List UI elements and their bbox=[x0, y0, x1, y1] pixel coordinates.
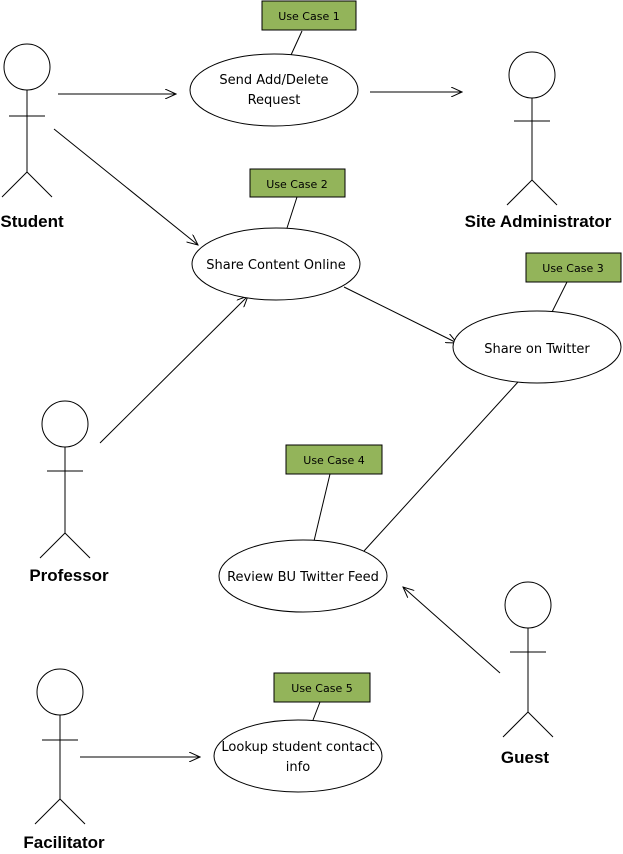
tag-use-case-2: Use Case 2 bbox=[249, 168, 346, 198]
tag-label: Use Case 3 bbox=[542, 262, 603, 275]
actor-guest[interactable]: Guest bbox=[501, 581, 554, 767]
tag-connector-uc3 bbox=[551, 281, 568, 313]
actor-head bbox=[504, 581, 552, 629]
actor-facilitator[interactable]: Facilitator bbox=[23, 668, 105, 852]
tag-label: Use Case 5 bbox=[291, 682, 352, 695]
use-case-share-content-online[interactable]: Share Content Online bbox=[191, 227, 361, 301]
use-case-label-line2: info bbox=[286, 760, 310, 775]
arrow-share-content-to-twitter[interactable] bbox=[343, 286, 457, 343]
use-case-lookup-contact-info[interactable]: Lookup student contact info bbox=[213, 719, 383, 793]
actor-label-facilitator: Facilitator bbox=[23, 833, 105, 852]
actor-leg-left bbox=[34, 798, 61, 825]
actor-leg-left bbox=[502, 711, 529, 738]
tag-connector-uc4 bbox=[313, 473, 331, 542]
arrow-professor-to-share-content[interactable] bbox=[99, 296, 248, 444]
actor-student[interactable]: Student bbox=[0, 43, 64, 231]
use-case-label-line1: Send Add/Delete bbox=[219, 73, 328, 88]
use-case-send-request[interactable]: Send Add/Delete Request bbox=[189, 53, 359, 127]
tag-connector-uc1 bbox=[290, 30, 303, 56]
actor-label-professor: Professor bbox=[29, 566, 109, 585]
tag-box bbox=[285, 444, 383, 475]
arrow-student-to-share-content[interactable] bbox=[53, 128, 198, 245]
actor-leg-left bbox=[1, 171, 28, 198]
tag-use-case-1: Use Case 1 bbox=[261, 0, 357, 31]
tag-connector-uc2 bbox=[286, 196, 298, 229]
actor-leg-right bbox=[64, 532, 91, 559]
tag-use-case-5: Use Case 5 bbox=[273, 672, 371, 703]
tag-label: Use Case 1 bbox=[278, 10, 339, 23]
use-case-ellipse bbox=[452, 310, 622, 384]
use-case-label: Review BU Twitter Feed bbox=[227, 570, 379, 585]
actor-leg-left bbox=[506, 179, 533, 206]
actor-leg-right bbox=[527, 711, 554, 738]
tag-box bbox=[249, 168, 346, 198]
actor-label-student: Student bbox=[0, 212, 64, 231]
actor-head bbox=[508, 51, 556, 99]
actor-head bbox=[3, 43, 51, 91]
use-case-review-twitter-feed[interactable]: Review BU Twitter Feed bbox=[218, 539, 388, 613]
use-case-label-line2: Request bbox=[248, 93, 301, 108]
use-case-ellipse bbox=[191, 227, 361, 301]
use-case-ellipse bbox=[218, 539, 388, 613]
actor-site-administrator[interactable]: Site Administrator bbox=[465, 51, 612, 231]
use-case-label: Share on Twitter bbox=[484, 342, 590, 357]
use-case-label: Share Content Online bbox=[206, 258, 345, 273]
actor-label-site-administrator: Site Administrator bbox=[465, 212, 612, 231]
actor-leg-right bbox=[531, 179, 558, 206]
tag-connector-uc5 bbox=[312, 701, 321, 721]
actor-leg-left bbox=[39, 532, 66, 559]
use-case-ellipse bbox=[213, 719, 383, 793]
tag-box bbox=[261, 0, 357, 31]
actor-head bbox=[36, 668, 84, 716]
tag-use-case-4: Use Case 4 bbox=[285, 444, 383, 475]
actor-leg-right bbox=[59, 798, 86, 825]
actor-head bbox=[41, 400, 89, 448]
use-case-label-line1: Lookup student contact bbox=[221, 740, 374, 755]
actor-leg-right bbox=[26, 171, 53, 198]
tag-label: Use Case 4 bbox=[303, 454, 364, 467]
tag-box bbox=[273, 672, 371, 703]
tag-box bbox=[525, 252, 622, 283]
use-case-ellipse bbox=[189, 53, 359, 127]
tag-use-case-3: Use Case 3 bbox=[525, 252, 622, 283]
tag-label: Use Case 2 bbox=[266, 178, 327, 191]
actor-label-guest: Guest bbox=[501, 748, 550, 767]
use-case-share-on-twitter[interactable]: Share on Twitter bbox=[452, 310, 622, 384]
arrow-guest-to-review-feed[interactable] bbox=[403, 587, 501, 674]
actor-professor[interactable]: Professor bbox=[29, 400, 109, 585]
line-twitter-to-review-feed[interactable] bbox=[363, 381, 519, 552]
